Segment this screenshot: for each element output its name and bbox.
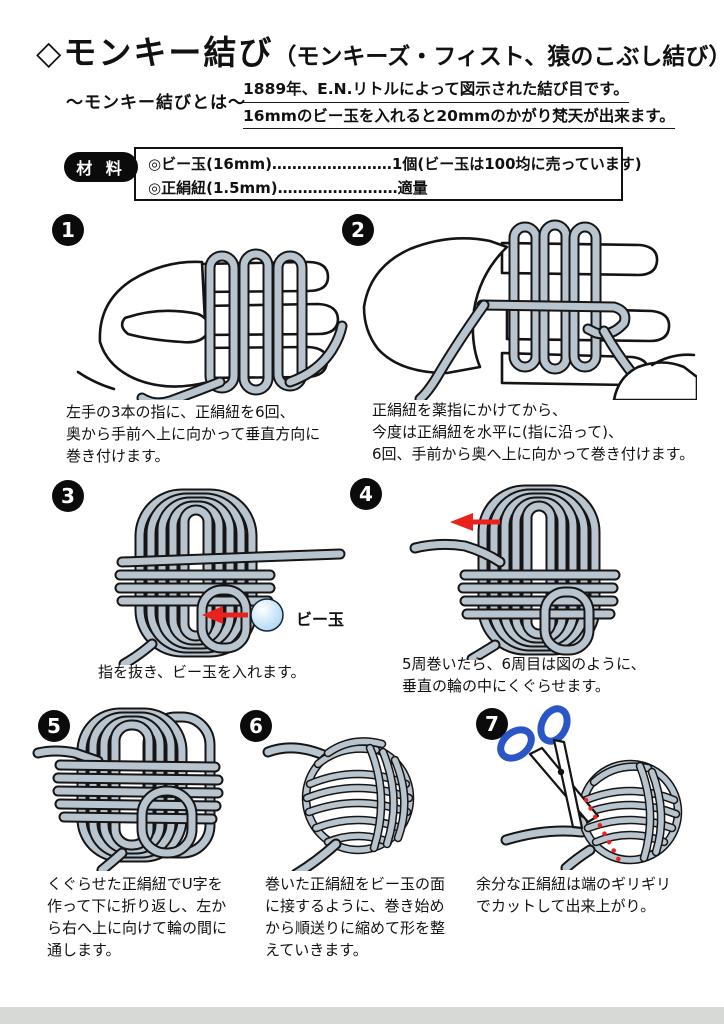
intro-line-1: 1889年、E.N.リトルによって図示された結び目です。	[243, 81, 629, 103]
vertical-rope-wraps	[136, 248, 348, 400]
rope-coil	[114, 488, 346, 665]
step-4-badge: 4	[350, 478, 382, 510]
page-title-sub: （モンキーズ・フィスト、猿のこぶし結び）	[273, 44, 724, 70]
step-6-illustration	[262, 737, 415, 871]
step-2-badge: 2	[342, 214, 374, 246]
step-5-badge: 5	[38, 710, 70, 742]
marble	[250, 598, 284, 632]
step-4-illustration	[409, 484, 621, 660]
rope-ball	[262, 737, 415, 871]
step-7-badge: 7	[476, 708, 508, 740]
page-title-main: ◇モンキー結び	[36, 33, 274, 72]
materials-label-badge: 材 料	[64, 152, 138, 182]
intro-heading: ～モンキー結びとは～	[66, 93, 246, 113]
materials-box: ◎ビー玉(16mm)……………………1個(ビー玉は100均に売っています) ◎正…	[134, 147, 642, 201]
pulling-hand-illustration	[612, 353, 697, 400]
page-edge-shadow	[0, 1007, 724, 1024]
step-2-illustration	[362, 219, 697, 400]
step-2-caption: 正絹紐を薬指にかけてから、 今度は正絹紐を水平に(指に沿って)、 6回、手前から…	[372, 401, 695, 463]
step-6-badge: 6	[240, 710, 272, 742]
step-1-badge: 1	[52, 214, 84, 246]
step-3-badge: 3	[52, 480, 84, 512]
step-5-illustration	[32, 707, 224, 871]
left-arrow-icon	[202, 606, 248, 624]
rope-coil	[409, 484, 621, 660]
step-6-caption: 巻いた正絹紐をビー玉の面 に接するように、巻き始め から順送りに縮めて形を整 え…	[265, 875, 446, 959]
page-title: ◇モンキー結び（モンキーズ・フィスト、猿のこぶし結び）	[36, 26, 724, 74]
rope-knot	[32, 707, 224, 871]
step-7-illustration	[497, 705, 683, 870]
step-3-illustration	[114, 488, 346, 665]
step-1-illustration	[76, 248, 348, 400]
step-1-caption: 左手の3本の指に、正絹紐を6回、 奥から手前へ上に向かって垂直方向に 巻き付けま…	[66, 403, 321, 465]
step-3-caption: 指を抜き、ビー玉を入れます。	[98, 663, 306, 681]
step-7-caption: 余分な正絹紐は端のギリギリ でカットして出来上がり。	[476, 875, 672, 915]
left-arrow-icon	[450, 513, 500, 531]
rope-wraps	[414, 219, 650, 400]
intro-line-2: 16mmのビー玉を入れると20mmのかがり梵天が出来ます。	[243, 108, 675, 129]
scissors-icon	[497, 705, 600, 830]
cut-line	[583, 797, 623, 865]
intro-description: 1889年、E.N.リトルによって図示された結び目です。 16mmのビー玉を入れ…	[243, 81, 675, 135]
step-4-caption: 5周巻いたら、6周目は図のように、 垂直の輪の中にくぐらせます。	[402, 655, 646, 695]
material-item: ◎ビー玉(16mm)……………………1個(ビー玉は100均に売っています)	[148, 155, 642, 173]
material-item: ◎正絹紐(1.5mm)……………………適量	[148, 179, 428, 197]
step-5-caption: くぐらせた正絹紐でU字を 作って下に折り返し、左か ら右へ上に向けて輪の間に 通…	[47, 875, 228, 959]
marble-label: ビー玉	[296, 610, 345, 629]
